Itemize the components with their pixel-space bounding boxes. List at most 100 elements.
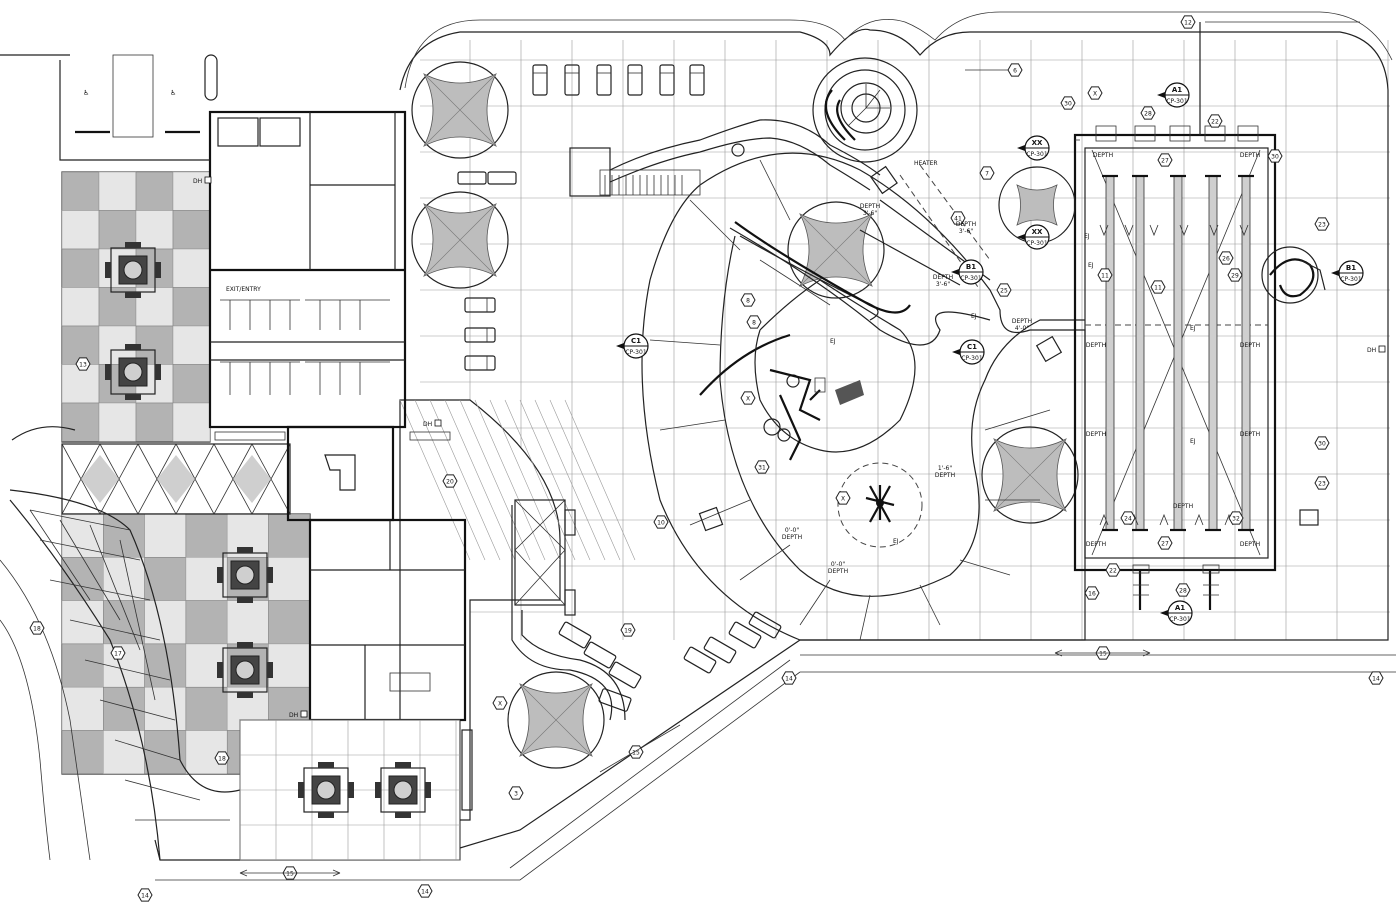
expansion-joint-label: EJ xyxy=(1084,233,1090,240)
expansion-joint-label: EJ xyxy=(893,538,899,545)
callout-tag-label: 14 xyxy=(1372,676,1380,683)
lounge-chair xyxy=(627,64,643,96)
section-marker-id: C1 xyxy=(967,343,977,351)
callout-tag: 8 xyxy=(740,293,756,307)
drain-label: DH xyxy=(193,178,202,185)
callout-tag-label: 15 xyxy=(1099,651,1107,658)
depth-note-line1: DEPTH xyxy=(1086,342,1106,349)
lounge-chair xyxy=(464,327,496,343)
depth-note-line1: DEPTH xyxy=(1086,431,1106,438)
callout-tag-label: 28 xyxy=(1179,588,1187,595)
depth-note-line2: 3'-6" xyxy=(959,228,973,235)
shade-canopies xyxy=(411,61,1079,769)
callout-tag-label: 30 xyxy=(1064,101,1072,108)
callout-tag-label: 22 xyxy=(1109,568,1117,575)
lounge-chair xyxy=(689,64,705,96)
section-marker-sheet: CP-301 xyxy=(1026,151,1047,158)
lounge-chair xyxy=(728,621,762,649)
lounge-chair xyxy=(598,688,632,712)
section-markers: A1CP-301XXCP-301XXCP-301B1CP-301B1CP-301… xyxy=(616,82,1364,626)
callout-tag-label: 27 xyxy=(1161,158,1169,165)
callout-tag-label: 41 xyxy=(954,216,962,223)
lap-pool xyxy=(998,22,1326,610)
callout-tag-label: 18 xyxy=(218,756,226,763)
benches xyxy=(461,335,1319,811)
depth-note-line1: DEPTH xyxy=(1086,541,1106,548)
lounge-chair xyxy=(464,355,496,371)
depth-note: 0'-0"DEPTH xyxy=(828,561,848,575)
depth-note: DEPTH xyxy=(1173,503,1193,510)
callout-tag: 29 xyxy=(1227,268,1243,282)
table-set xyxy=(375,762,431,818)
callout-tag-label: 26 xyxy=(1222,256,1230,263)
misc-labels: HEATER EXIT/ENTRY xyxy=(226,160,938,293)
callout-tag: X xyxy=(740,391,756,405)
lane-divider xyxy=(1205,174,1221,532)
callout-tag: 26 xyxy=(1218,251,1234,265)
depth-note-line1: DEPTH xyxy=(956,221,976,228)
section-marker-sheet: CP-301 xyxy=(1340,276,1361,283)
expansion-joint-label: EJ xyxy=(1088,262,1094,269)
callout-tag: 12 xyxy=(1180,15,1196,29)
callout-tag-label: 3 xyxy=(514,791,518,798)
depth-note-line1: DEPTH xyxy=(1240,342,1260,349)
callout-tag: 14 xyxy=(1368,671,1384,685)
callout-tag-label: 20 xyxy=(446,479,454,486)
misc-label: HEATER xyxy=(914,160,938,167)
table-sets xyxy=(105,242,431,818)
callout-tag-label: 13 xyxy=(79,362,87,369)
section-marker-id: C1 xyxy=(631,337,641,345)
callout-tag: 41 xyxy=(950,211,966,225)
accessible-parking-icon: ♿ xyxy=(83,89,89,97)
depth-note-line1: DEPTH xyxy=(860,203,880,210)
table-set xyxy=(105,242,161,298)
lane-divider xyxy=(1132,174,1148,532)
callout-tag: 28 xyxy=(1175,583,1191,597)
section-marker-sheet: CP-301 xyxy=(961,355,982,362)
callout-tag-label: X xyxy=(1093,91,1097,98)
misc-label: EXIT/ENTRY xyxy=(226,286,261,293)
callout-tag-label: 18 xyxy=(33,626,41,633)
drain-symbol xyxy=(434,419,442,427)
depth-note-line1: DEPTH xyxy=(1093,152,1113,159)
expansion-joint-label: EJ xyxy=(971,313,977,320)
callout-tag: 18 xyxy=(29,621,45,635)
callout-tag-label: 7 xyxy=(985,171,989,178)
callout-tag-label: 28 xyxy=(1144,111,1152,118)
callout-tag: 19 xyxy=(620,623,636,637)
expansion-joint-label: EJ xyxy=(830,338,836,345)
callout-tag-label: 12 xyxy=(1184,20,1192,27)
lounge-chair xyxy=(703,636,737,664)
section-marker-sheet: CP-301 xyxy=(625,349,646,356)
callout-tag: 31 xyxy=(754,460,770,474)
depth-note: DEPTH xyxy=(1093,152,1113,159)
depth-note-line1: DEPTH xyxy=(1012,318,1032,325)
callout-tag-label: 17 xyxy=(114,651,122,658)
callout-tag: 24 xyxy=(1120,511,1136,525)
lounge-chair xyxy=(748,611,782,639)
building xyxy=(208,110,467,722)
lounge-chair xyxy=(457,171,487,185)
callout-tag: 18 xyxy=(214,751,230,765)
depth-note-line1: DEPTH xyxy=(1173,503,1193,510)
callout-tag: 11 xyxy=(1097,268,1113,282)
callout-tag: 30 xyxy=(1314,436,1330,450)
depth-note: DEPTH xyxy=(1240,541,1260,548)
callout-tag: 22 xyxy=(1105,563,1121,577)
diamond-band xyxy=(61,443,291,515)
depth-note-line1: DEPTH xyxy=(1240,431,1260,438)
callout-tag: 25 xyxy=(996,283,1012,297)
shade-canopy xyxy=(411,191,509,289)
callout-tag-label: 29 xyxy=(1231,273,1239,280)
callout-tag-label: X xyxy=(746,396,750,403)
callout-tag: 11 xyxy=(1150,280,1166,294)
shade-canopy xyxy=(981,426,1079,524)
depth-note-line1: DEPTH xyxy=(933,274,953,281)
